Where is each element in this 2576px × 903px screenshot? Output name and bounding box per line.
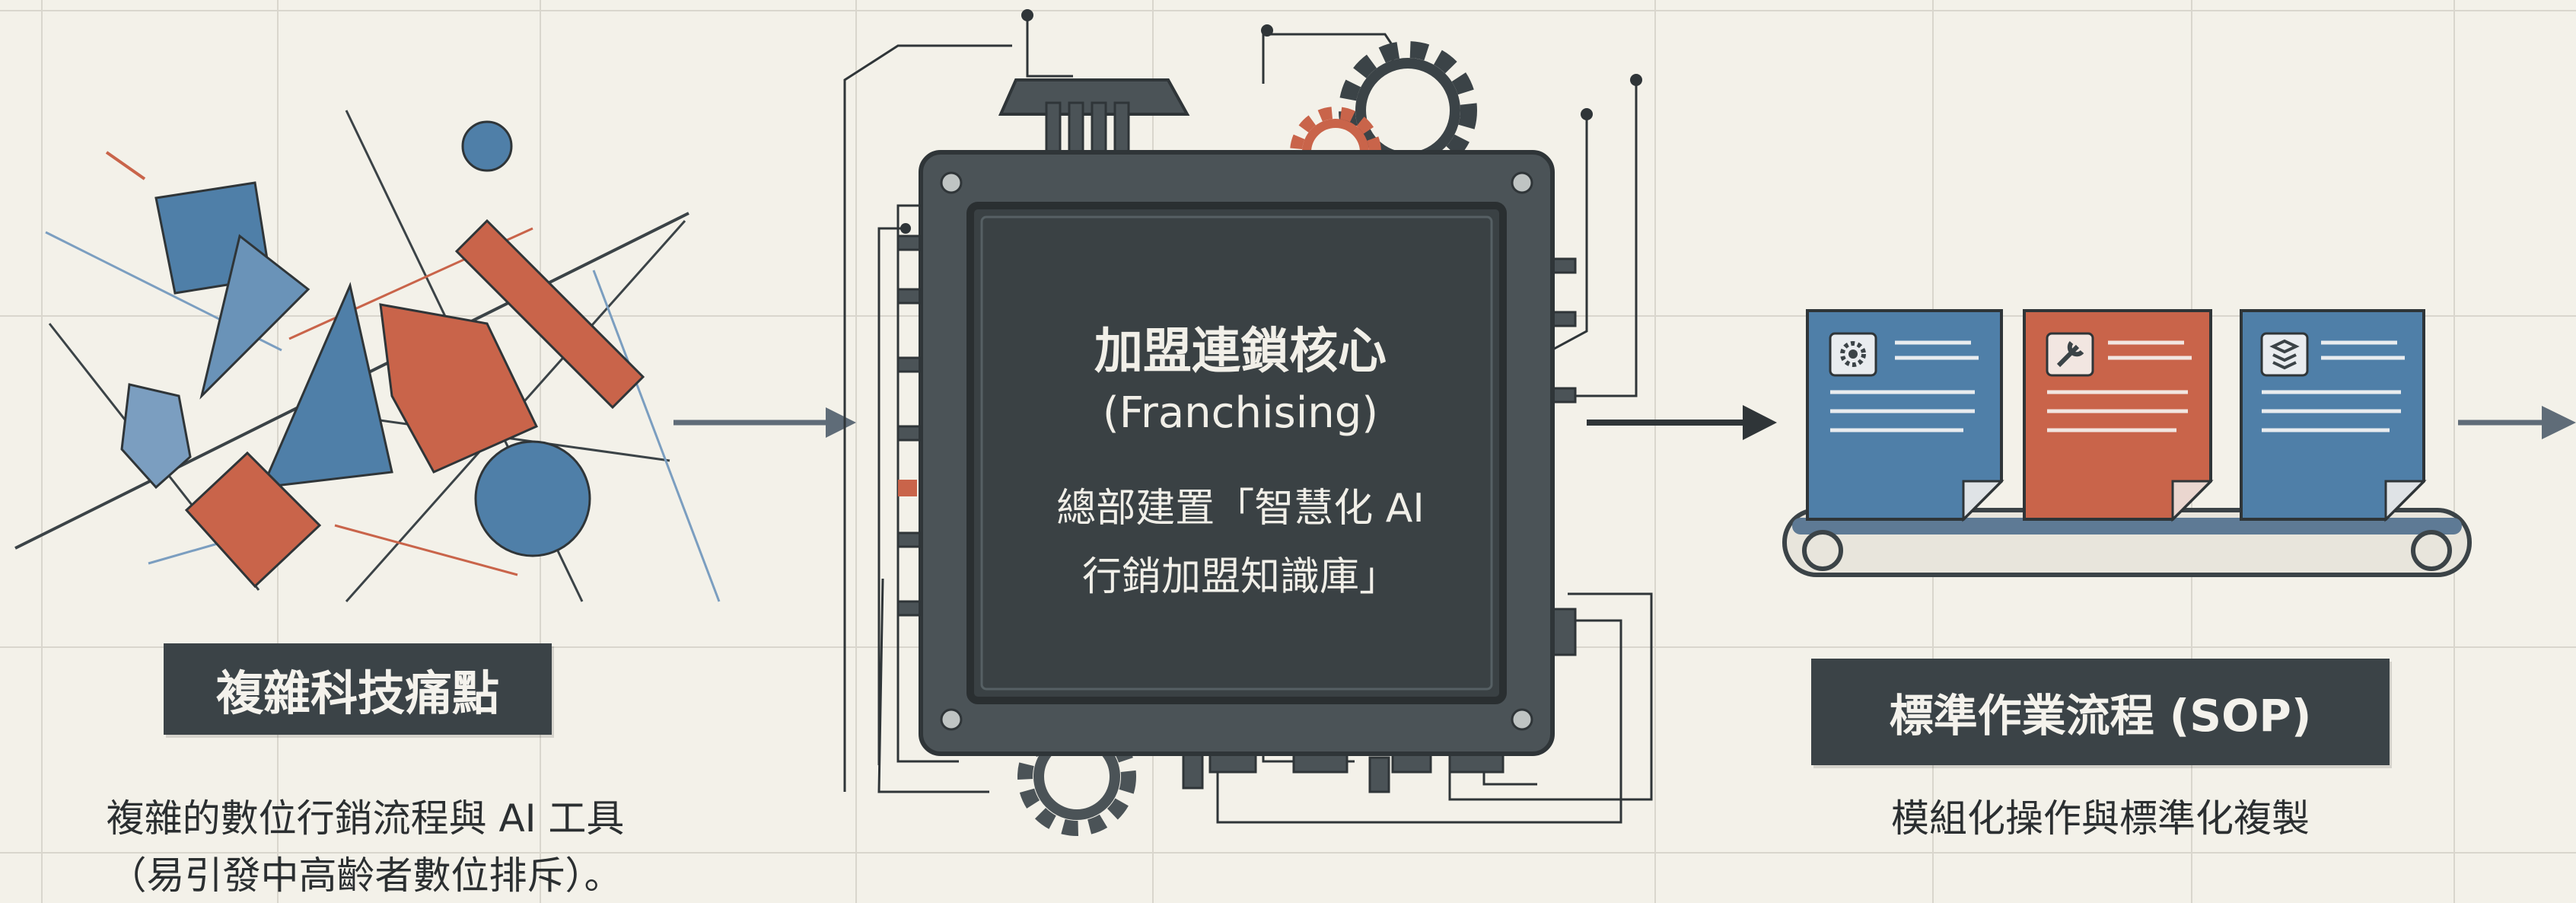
sop-title: 標準作業流程 (SOP) — [1889, 690, 2312, 742]
chip-accent-pin — [898, 480, 917, 496]
core-subtitle: (Franchising) — [1102, 388, 1379, 438]
chaos-shape-blue-circle — [474, 440, 591, 557]
arrow-center-to-right — [1587, 405, 1777, 440]
chaos-shape-orange-quad — [379, 303, 539, 474]
complex-tech-chaos-illustration — [14, 110, 721, 602]
arrow-left-to-center — [673, 407, 856, 438]
gear-icon — [1829, 332, 1877, 377]
chaos-shape-blue-pentagon — [120, 383, 192, 490]
franchise-core-chip — [919, 150, 1555, 756]
sop-caption: 模組化操作與標準化複製 — [1891, 796, 2310, 841]
chaos-shape-orange-diamond — [184, 451, 322, 589]
wrench-hand-icon — [2046, 332, 2094, 377]
sop-document-3 — [2240, 309, 2427, 522]
flow-arrows — [673, 405, 2576, 440]
core-body-line1: 總部建置「智慧化 AI — [1056, 486, 1425, 531]
layers-icon — [2260, 332, 2309, 377]
chip-top-connector — [998, 78, 1190, 165]
chaos-shape-orange-bar — [454, 219, 645, 410]
complex-tech-caption-line1: 複雜的數位行銷流程與 AI 工具 — [106, 796, 625, 841]
complex-tech-caption-line2: （易引發中高齡者數位排斥）。 — [108, 854, 623, 898]
chaos-line — [592, 270, 721, 602]
chaos-shape-blue-triangle — [199, 234, 310, 400]
circuit-nodes — [900, 9, 1642, 234]
sop-document-2 — [2023, 309, 2214, 522]
complex-tech-title-box: 複雜科技痛點 — [164, 643, 552, 735]
chaos-line — [105, 151, 146, 180]
arrow-right-exit — [2458, 406, 2576, 439]
chip-screw — [940, 708, 963, 731]
chaos-shape-small-circle — [461, 120, 513, 172]
sop-document-1 — [1806, 309, 2004, 522]
core-body-line2: 行銷加盟知識庫」 — [1081, 554, 1399, 600]
chaos-line — [334, 524, 518, 576]
chip-screw — [1511, 708, 1533, 731]
chip-screw — [1511, 171, 1533, 194]
chip-screw — [940, 171, 963, 194]
sop-title-box: 標準作業流程 (SOP) — [1811, 659, 2390, 765]
chaos-line — [148, 539, 229, 565]
chaos-shape-blue-large-triangle — [260, 282, 393, 489]
core-title: 加盟連鎖核心 — [1094, 324, 1387, 380]
complex-tech-title: 複雜科技痛點 — [215, 665, 499, 721]
conveyor-belt — [1782, 508, 2472, 577]
